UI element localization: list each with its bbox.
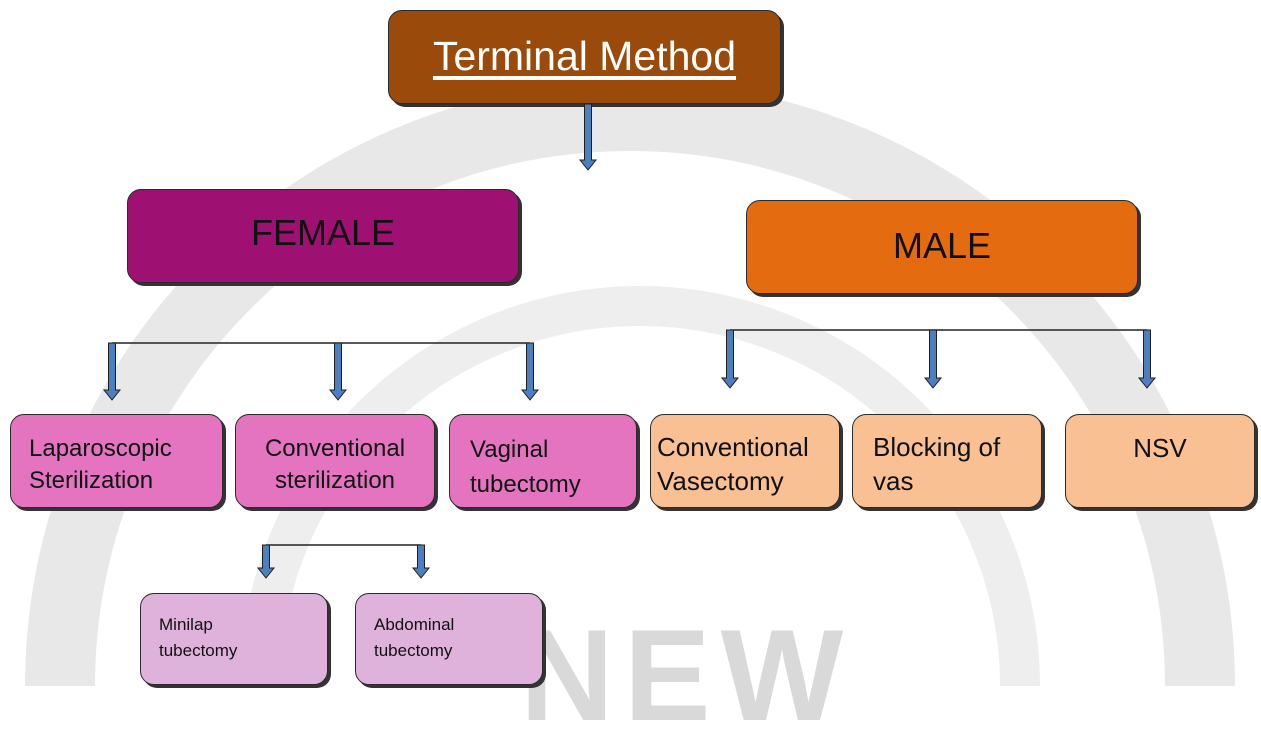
arrow-title-to-categories bbox=[578, 103, 598, 171]
arrow-to-conventional-sterilization bbox=[328, 342, 348, 401]
laparoscopic-sterilization-box: Laparoscopic Sterilization bbox=[10, 414, 223, 508]
male-label: MALE bbox=[892, 225, 992, 266]
abdominal-tubectomy-box: Abdominal tubectomy bbox=[355, 593, 543, 685]
arrows bbox=[102, 103, 1157, 579]
conventional-sterilization-label: Conventional sterilization bbox=[264, 435, 406, 495]
male-box: MALE bbox=[746, 200, 1138, 294]
diagram-canvas: NEW Terminal Method FEMALE MALE Laparosc… bbox=[10, 10, 1255, 748]
minilap-tubectomy-label: Minilap tubectomy bbox=[159, 615, 238, 660]
blocking-of-vas-label: Blocking of vas bbox=[873, 432, 1001, 496]
conventional-vasectomy-label: Conventional Vasectomy bbox=[657, 432, 809, 496]
vaginal-tubectomy-box: Vaginal tubectomy bbox=[449, 414, 637, 508]
abdominal-tubectomy-label: Abdominal tubectomy bbox=[374, 615, 455, 660]
vaginal-tubectomy-label: Vaginal tubectomy bbox=[470, 436, 581, 498]
arrow-to-vaginal bbox=[520, 342, 540, 401]
female-label: FEMALE bbox=[250, 212, 396, 253]
arrow-to-nsv bbox=[1137, 329, 1157, 389]
title-box: Terminal Method bbox=[388, 10, 781, 104]
connectors bbox=[112, 329, 1147, 546]
arrow-to-conventional-vasectomy bbox=[720, 329, 740, 389]
nsv-label: NSV bbox=[1133, 433, 1187, 463]
arrow-to-minilap bbox=[256, 544, 276, 579]
conventional-sterilization-box: Conventional sterilization bbox=[235, 414, 435, 508]
blocking-of-vas-box: Blocking of vas bbox=[852, 414, 1042, 508]
arrow-to-blocking-of-vas bbox=[923, 329, 943, 389]
minilap-tubectomy-box: Minilap tubectomy bbox=[140, 593, 328, 685]
laparoscopic-sterilization-label: Laparoscopic Sterilization bbox=[29, 435, 172, 495]
conventional-vasectomy-box: Conventional Vasectomy bbox=[650, 414, 840, 508]
watermark-arc bbox=[25, 81, 1235, 686]
arrow-to-abdominal bbox=[411, 544, 431, 579]
female-box: FEMALE bbox=[127, 189, 519, 283]
title-text: Terminal Method bbox=[432, 33, 737, 79]
nsv-box: NSV bbox=[1065, 414, 1255, 508]
arrow-to-laparoscopic bbox=[102, 342, 122, 401]
